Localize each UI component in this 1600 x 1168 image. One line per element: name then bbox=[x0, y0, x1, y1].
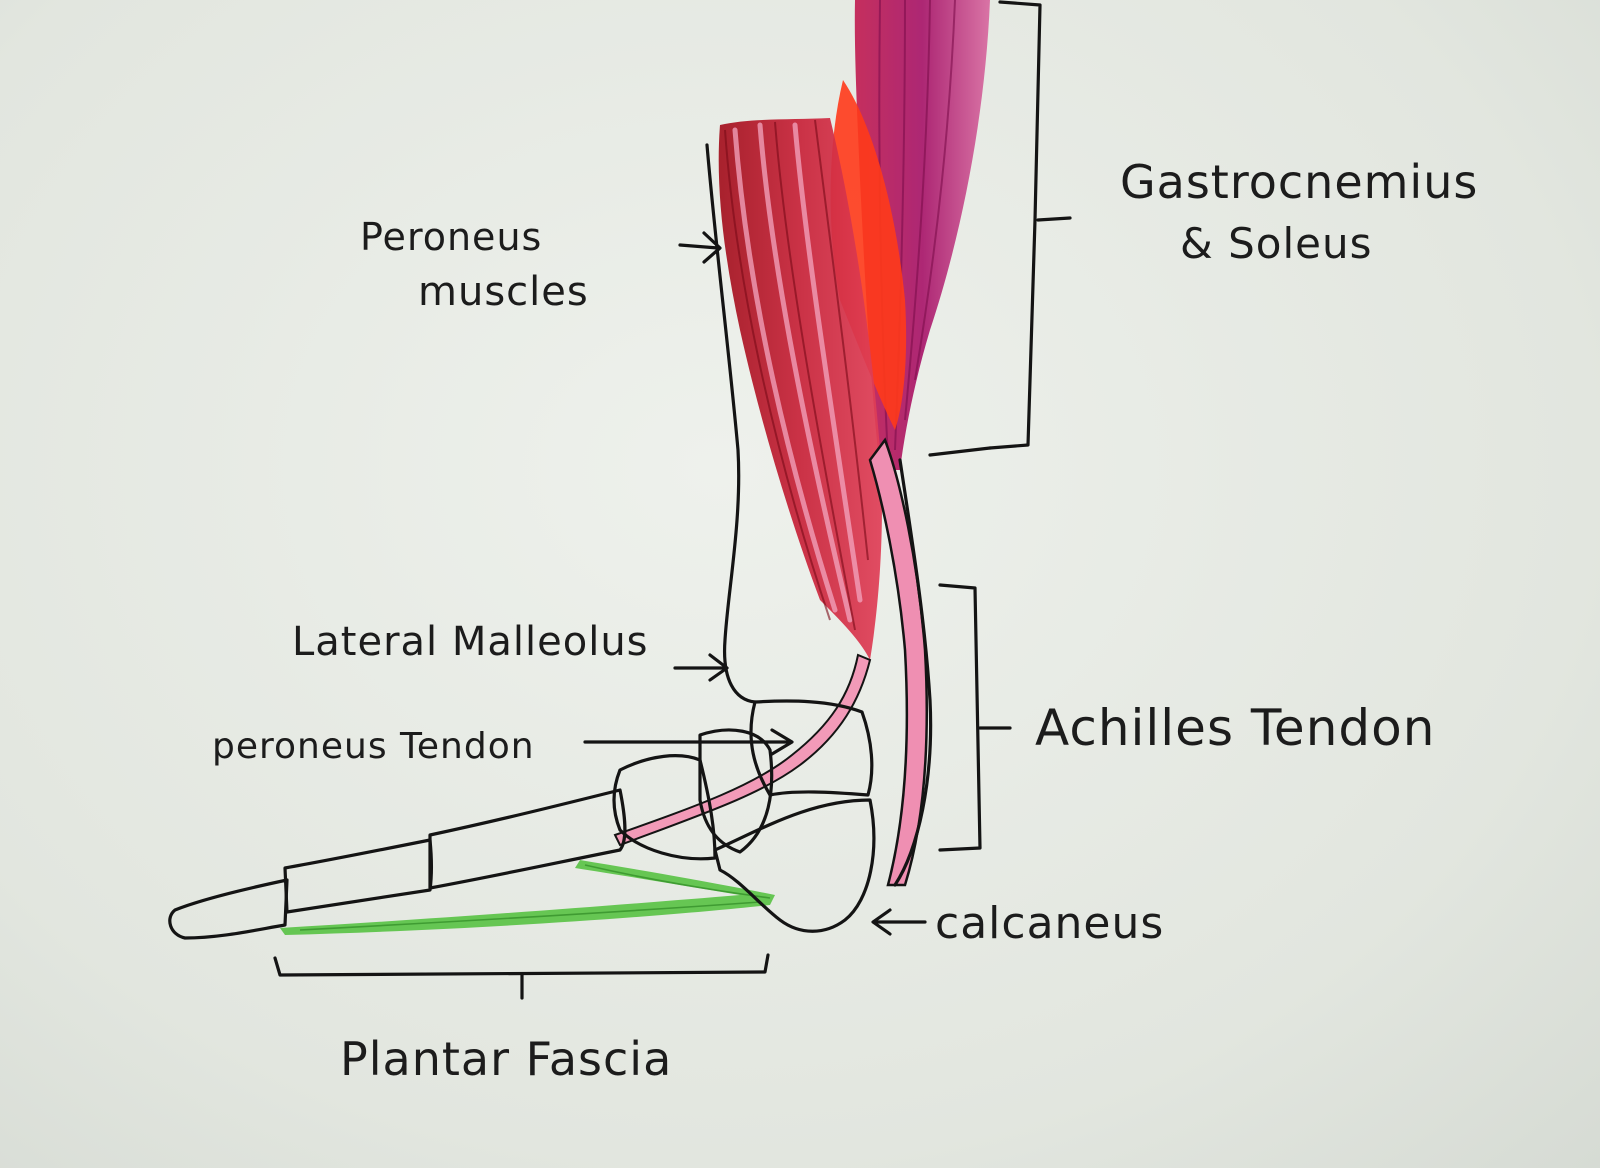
label-gastrocnemius: Gastrocnemius bbox=[1120, 155, 1478, 209]
label-peroneus-tendon: peroneus Tendon bbox=[212, 726, 535, 767]
label-soleus: & Soleus bbox=[1180, 219, 1372, 268]
peroneus-tendon-shape bbox=[613, 653, 872, 847]
arrow-peroneus-tendon bbox=[583, 728, 794, 756]
gastrocnemius-bracket bbox=[928, 0, 1072, 457]
arrow-lateral-malleolus bbox=[673, 653, 729, 682]
label-plantar-fascia: Plantar Fascia bbox=[340, 1032, 672, 1086]
foot-bones bbox=[168, 699, 876, 940]
label-calcaneus: calcaneus bbox=[935, 898, 1164, 949]
arrow-peroneus-muscles bbox=[678, 231, 722, 264]
arrow-calcaneus bbox=[871, 908, 927, 936]
label-lateral-malleolus: Lateral Malleolus bbox=[292, 619, 649, 665]
plantar-fascia-shape bbox=[280, 860, 775, 935]
label-peroneus-muscles-line2: muscles bbox=[418, 269, 589, 315]
plantar-fascia-bracket bbox=[273, 953, 770, 1000]
label-achilles-tendon: Achilles Tendon bbox=[1035, 699, 1435, 757]
achilles-bracket bbox=[938, 583, 1012, 852]
label-peroneus-muscles-line1: Peroneus bbox=[360, 215, 542, 259]
leg-outline bbox=[705, 143, 933, 887]
soleus-muscle bbox=[830, 80, 907, 430]
